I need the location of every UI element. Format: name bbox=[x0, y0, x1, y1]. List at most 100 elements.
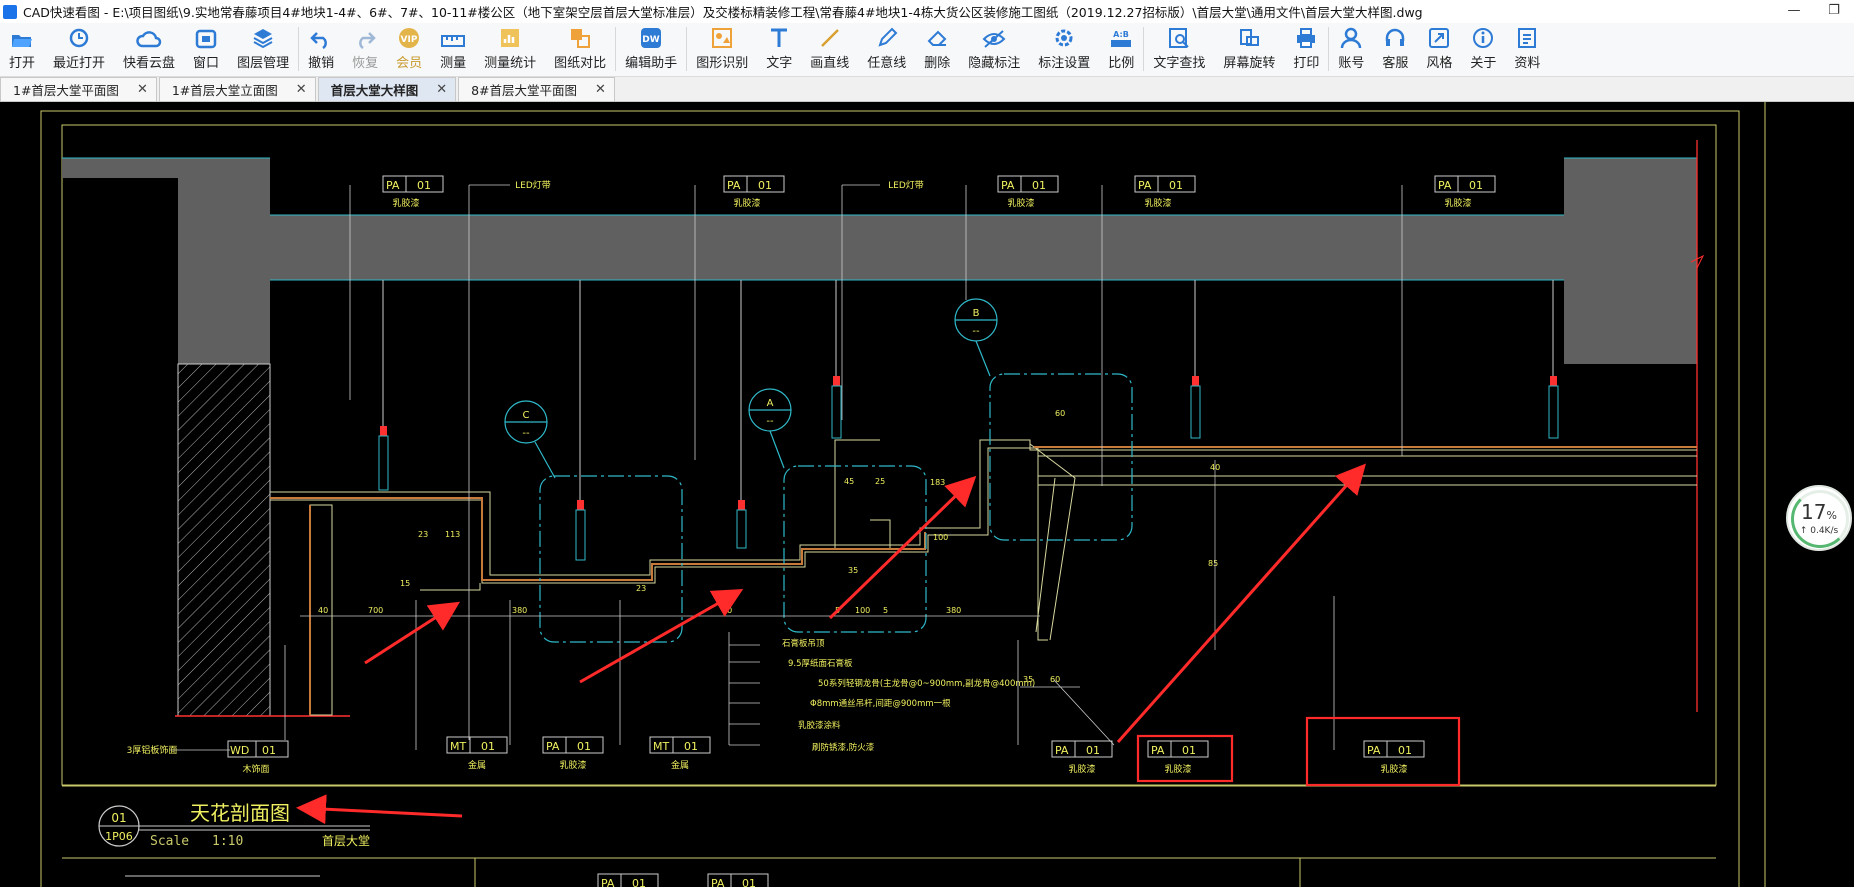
tag-number: 01 bbox=[684, 740, 698, 753]
svg-text:100: 100 bbox=[933, 533, 948, 542]
concrete-slab bbox=[62, 158, 1697, 364]
note-line: 50系列轻钢龙骨(主龙骨@0~900mm,副龙骨@400mm) bbox=[818, 678, 1035, 689]
construction-notes: 石膏板吊顶 9.5厚纸面石膏板 50系列轻钢龙骨(主龙骨@0~900mm,副龙骨… bbox=[782, 638, 1035, 753]
style-button[interactable]: 风格 bbox=[1417, 23, 1461, 76]
tag-number: 01 bbox=[481, 740, 495, 753]
tag-code: PA bbox=[1055, 744, 1069, 757]
print-button[interactable]: 打印 bbox=[1284, 23, 1328, 76]
tag-code: PA bbox=[1367, 744, 1381, 757]
about-button[interactable]: 关于 bbox=[1461, 23, 1505, 76]
note-line: 9.5厚纸面石膏板 bbox=[788, 658, 853, 669]
tag-number: 01 bbox=[1398, 744, 1412, 757]
cloud-icon bbox=[136, 23, 162, 49]
close-icon[interactable]: ✕ bbox=[136, 82, 148, 97]
upload-rate: ↑ 0.4K/s bbox=[1799, 526, 1839, 536]
measure-button[interactable]: 测量 bbox=[431, 23, 475, 76]
hatched-wall bbox=[177, 363, 271, 717]
compare-button[interactable]: 图纸对比 bbox=[545, 23, 615, 76]
draw-line-button[interactable]: 画直线 bbox=[801, 23, 858, 76]
tab-8-lobby-plan[interactable]: 8#首层大堂平面图 ✕ bbox=[458, 77, 615, 101]
close-icon[interactable]: ✕ bbox=[595, 82, 606, 97]
close-icon[interactable]: ✕ bbox=[436, 82, 448, 97]
pencil-icon bbox=[876, 23, 898, 49]
edit-assistant-button[interactable]: DW 编辑助手 bbox=[616, 23, 686, 76]
tag-code: PA bbox=[601, 877, 615, 887]
tag-number: 01 bbox=[1032, 179, 1046, 192]
support-button[interactable]: 客服 bbox=[1373, 23, 1417, 76]
main-toolbar: 打开 最近打开 快看云盘 窗口 图层管理 撤销 恢复 VIP 会员 测量 测量统… bbox=[0, 23, 1854, 77]
tag-number: 01 bbox=[417, 179, 431, 192]
toolbar-separator bbox=[298, 27, 300, 71]
dimension-settings-button[interactable]: 标注设置 bbox=[1029, 23, 1099, 76]
text-search-button[interactable]: 文字查找 bbox=[1144, 23, 1214, 76]
freehand-button[interactable]: 任意线 bbox=[858, 23, 915, 76]
sheet-number: 1P06 bbox=[105, 830, 133, 843]
tab-1-lobby-elevation[interactable]: 1#首层大堂立面图 ✕ bbox=[158, 77, 316, 101]
recent-button[interactable]: 最近打开 bbox=[44, 23, 114, 76]
measure-stats-button[interactable]: 测量统计 bbox=[475, 23, 545, 76]
tab-1-lobby-plan[interactable]: 1#首层大堂平面图 ✕ bbox=[0, 77, 157, 101]
eraser-icon bbox=[926, 23, 948, 49]
network-speed-widget[interactable]: 17% ↑ 0.4K/s bbox=[1786, 485, 1852, 551]
restore-button[interactable]: ❐ bbox=[1828, 3, 1840, 18]
layer-manager-button[interactable]: 图层管理 bbox=[228, 23, 298, 76]
svg-text:45: 45 bbox=[844, 477, 854, 486]
note-line: 石膏板吊顶 bbox=[782, 638, 825, 649]
top-material-tags bbox=[382, 175, 1496, 193]
note-line: Φ8mm通丝吊杆,间距@900mm一根 bbox=[810, 698, 951, 709]
document-tabs: 1#首层大堂平面图 ✕ 1#首层大堂立面图 ✕ 首层大堂大样图 ✕ 8#首层大堂… bbox=[0, 77, 1854, 102]
tag-code: PA bbox=[386, 179, 400, 192]
undo-button[interactable]: 撤销 bbox=[299, 23, 343, 76]
tag-code: PA bbox=[727, 179, 741, 192]
close-icon[interactable]: ✕ bbox=[295, 82, 307, 97]
led-strip-label: LED灯带 bbox=[515, 180, 551, 191]
vip-button[interactable]: VIP 会员 bbox=[387, 23, 431, 76]
screen-rotate-button[interactable]: 屏幕旋转 bbox=[1214, 23, 1284, 76]
shape-recognize-button[interactable]: 图形识别 bbox=[687, 23, 757, 76]
scale-button[interactable]: A:B 比例 bbox=[1099, 23, 1143, 76]
delete-button[interactable]: 删除 bbox=[915, 23, 959, 76]
ceiling-section bbox=[270, 439, 1697, 716]
tag-material: 乳胶漆 bbox=[1380, 763, 1407, 775]
svg-text:35: 35 bbox=[1023, 675, 1033, 684]
tag-material: 乳胶漆 bbox=[1444, 197, 1471, 209]
account-button[interactable]: 账号 bbox=[1329, 23, 1373, 76]
detail-bubbles bbox=[504, 298, 998, 479]
undo-icon bbox=[310, 23, 332, 49]
window-title: CAD快速看图 - E:\项目图纸\9.实地常春藤项目4#地块1-4#、6#、7… bbox=[23, 5, 1423, 20]
cloud-drive-button[interactable]: 快看云盘 bbox=[114, 23, 184, 76]
tag-code: PA bbox=[1001, 179, 1015, 192]
open-button[interactable]: 打开 bbox=[0, 23, 44, 76]
bottom-leader-lines bbox=[170, 596, 1335, 751]
shape-recognize-icon bbox=[711, 23, 733, 49]
window-controls: — ❐ bbox=[1774, 0, 1854, 23]
rotate-icon bbox=[1238, 23, 1260, 49]
window-button[interactable]: 窗口 bbox=[184, 23, 228, 76]
tag-number: 01 bbox=[1182, 744, 1196, 757]
speed-ring-icon bbox=[1791, 490, 1849, 548]
bubble-sub: -- bbox=[972, 326, 980, 337]
tag-code: PA bbox=[1138, 179, 1152, 192]
tag-code: PA bbox=[1151, 744, 1165, 757]
detail-callout-clouds bbox=[539, 373, 1133, 643]
text-button[interactable]: 文字 bbox=[757, 23, 801, 76]
minimize-button[interactable]: — bbox=[1787, 3, 1801, 18]
tab-lobby-detail[interactable]: 首层大堂大样图 ✕ bbox=[317, 77, 457, 101]
tag-material: 乳胶漆 bbox=[1144, 197, 1171, 209]
clock-icon bbox=[68, 23, 90, 49]
svg-text:113: 113 bbox=[445, 530, 460, 539]
documents-button[interactable]: 资料 bbox=[1505, 23, 1549, 76]
notes-leader-lines bbox=[728, 632, 760, 746]
bubble-sub: -- bbox=[766, 416, 774, 427]
redo-button[interactable]: 恢复 bbox=[343, 23, 387, 76]
scale-label: Scale bbox=[150, 834, 189, 849]
tag-code: MT bbox=[450, 740, 466, 753]
scale-icon: A:B bbox=[1109, 23, 1133, 49]
svg-text:25: 25 bbox=[875, 477, 885, 486]
tag-number: 01 bbox=[262, 744, 276, 757]
bubble-sub: -- bbox=[522, 428, 530, 439]
tag-material: 乳胶漆 bbox=[559, 759, 586, 771]
hide-annotation-button[interactable]: 隐藏标注 bbox=[959, 23, 1029, 76]
tag-number: 01 bbox=[1469, 179, 1483, 192]
